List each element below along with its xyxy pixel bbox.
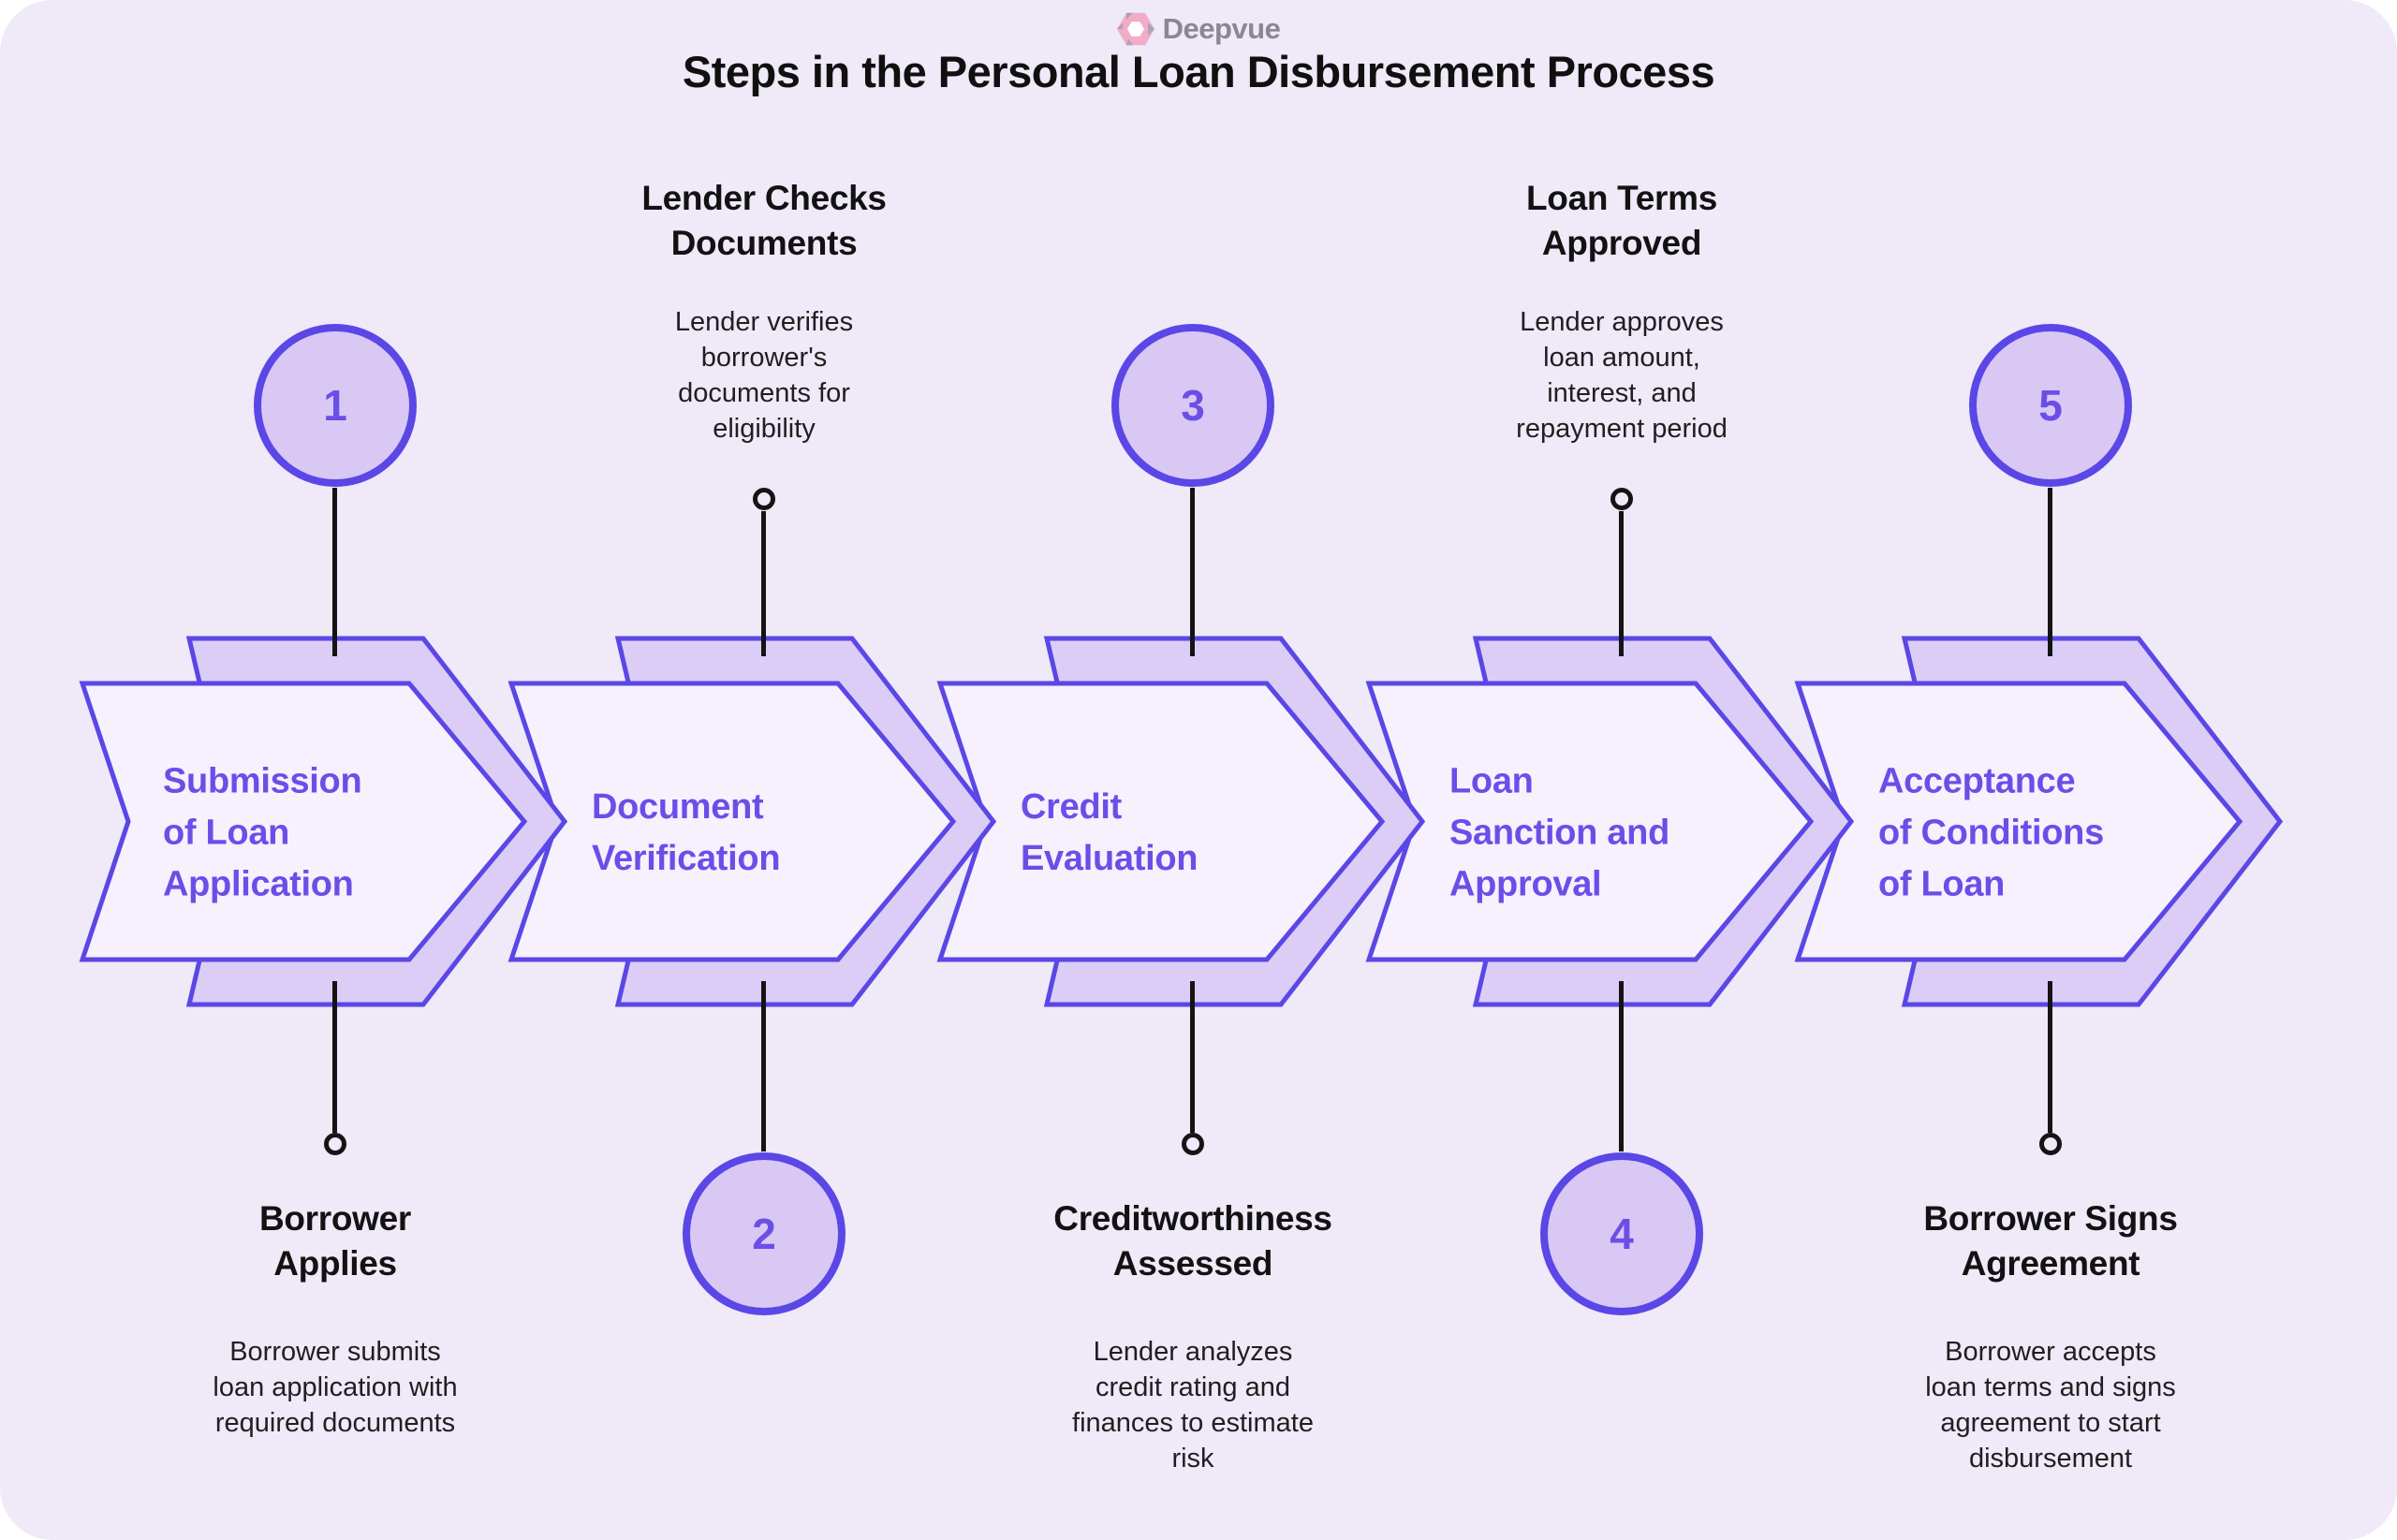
callout-heading: Borrower Applies [258, 1199, 412, 1283]
step-number: 4 [1610, 1210, 1634, 1258]
step-5: 5 Acceptance of Conditions of Loan Borro… [1794, 0, 2303, 1540]
callout-heading: Creditworthiness Assessed [1053, 1199, 1332, 1283]
chevron-arrow-icon [507, 636, 997, 1007]
connector-line [2048, 488, 2052, 656]
step-number: 1 [323, 381, 347, 430]
connector-line [1190, 981, 1195, 1133]
step-2: Lender Checks Documents Lender verifies … [507, 0, 1017, 1540]
connector-line [1619, 981, 1624, 1151]
step-3: 3 Credit Evaluation Creditworthiness Ass… [936, 0, 1446, 1540]
step-number: 2 [752, 1210, 776, 1258]
step-number: 5 [2038, 381, 2063, 430]
step-number-badge: 4 [1540, 1152, 1703, 1315]
step-number-badge: 2 [683, 1152, 846, 1315]
connector-line [332, 488, 337, 656]
chevron-arrow-icon [79, 636, 568, 1007]
callout-body: Lender analyzes credit rating and financ… [1072, 1337, 1314, 1474]
connector-line [761, 511, 766, 656]
callout-body: Lender verifies borrower's documents for… [674, 307, 854, 444]
step-label: Submission of Loan Application [163, 761, 362, 904]
connector-dot-icon [324, 1133, 346, 1155]
chevron-arrow-icon [936, 636, 1426, 1007]
brand-name: Deepvue [1162, 12, 1281, 45]
step-1: 1 Submission of Loan Application Borrowe… [79, 0, 588, 1540]
connector-dot-icon [1182, 1133, 1204, 1155]
connector-line [1190, 488, 1195, 656]
connector-dot-icon [753, 488, 775, 510]
connector-dot-icon [1610, 488, 1633, 510]
deepvue-logo-icon [1116, 12, 1154, 46]
step-label: Document Verification [592, 787, 781, 878]
connector-line [332, 981, 337, 1133]
step-4: Loan Terms Approved Lender approves loan… [1365, 0, 1875, 1540]
callout-heading: Lender Checks Documents [641, 179, 887, 262]
callout-body: Borrower accepts loan terms and signs ag… [1925, 1337, 2176, 1474]
callout-heading: Loan Terms Approved [1526, 179, 1717, 262]
connector-dot-icon [2039, 1133, 2062, 1155]
chevron-arrow-icon [1365, 636, 1855, 1007]
callout-body: Lender approves loan amount, interest, a… [1516, 307, 1728, 444]
callout-body: Borrower submits loan application with r… [213, 1337, 458, 1438]
step-number-badge: 5 [1969, 324, 2132, 487]
step-label: Loan Sanction and Approval [1449, 761, 1669, 904]
page-title: Steps in the Personal Loan Disbursement … [682, 47, 1715, 96]
step-number-badge: 1 [254, 324, 417, 487]
brand-logo: Deepvue [0, 7, 2397, 51]
connector-line [1619, 511, 1624, 656]
chevron-arrow-icon [1794, 636, 2284, 1007]
step-number-badge: 3 [1111, 324, 1274, 487]
connector-line [2048, 981, 2052, 1133]
step-label: Credit Evaluation [1021, 787, 1198, 878]
step-number: 3 [1181, 381, 1205, 430]
connector-line [761, 981, 766, 1151]
callout-heading: Borrower Signs Agreement [1923, 1199, 2178, 1283]
step-label: Acceptance of Conditions of Loan [1878, 761, 2104, 904]
